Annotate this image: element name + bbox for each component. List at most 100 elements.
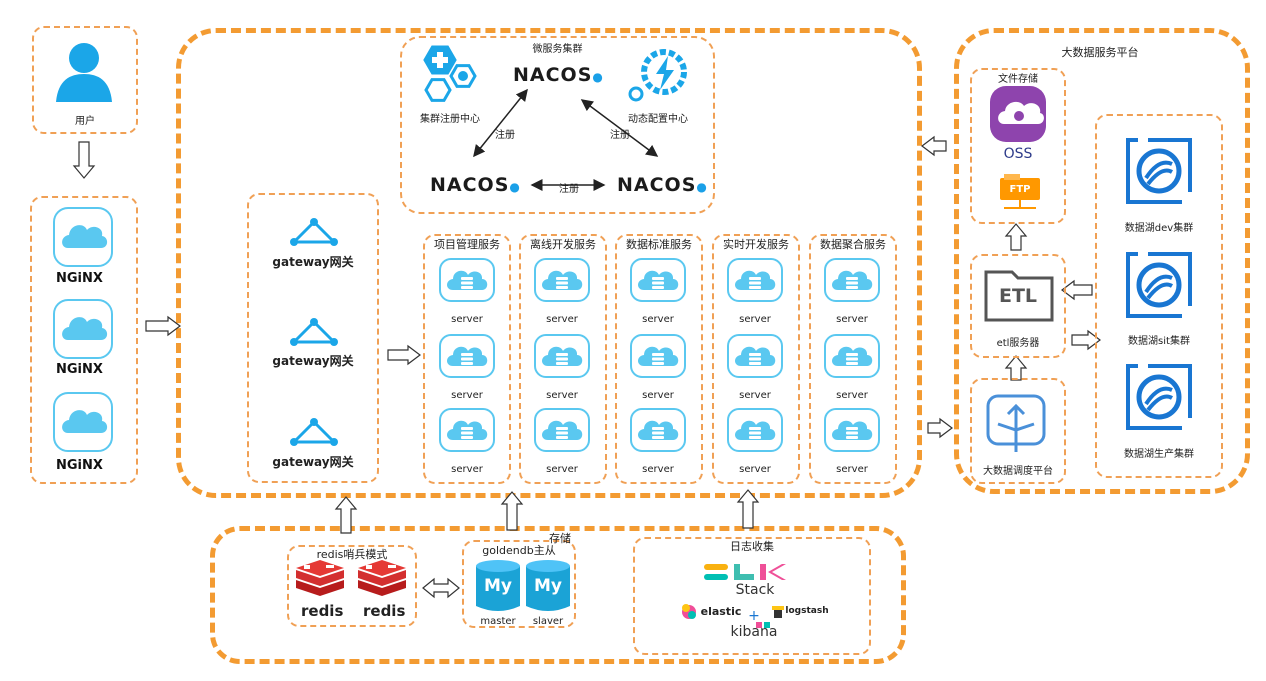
registry-dot — [458, 71, 468, 81]
server-label: server — [739, 314, 771, 325]
mysql-slaver-logo: My — [534, 576, 562, 596]
service-group-title: 离线开发服务 — [530, 238, 596, 251]
nacos-logo: NACOS● — [617, 174, 708, 196]
etl-to-storage-arrow — [1004, 223, 1028, 251]
mysql-cylinder-top — [476, 560, 520, 572]
elk-e-bar — [704, 564, 728, 570]
elastic-label: elastic — [700, 605, 742, 618]
server-cloud-icon — [824, 334, 880, 378]
redis-sentinel-title: redis哨兵模式 — [316, 548, 388, 561]
service-group-box — [615, 234, 703, 484]
datalake-icon-swirl — [1144, 160, 1173, 180]
logstash-icon — [774, 606, 782, 618]
nginx-to-gateway-arrow — [145, 315, 181, 337]
server-label: server — [739, 464, 771, 475]
gateway-label: gateway网关 — [272, 354, 354, 368]
nacos-logo: NACOS● — [430, 174, 521, 196]
bigdata-to-main-arrow — [921, 135, 947, 157]
register-label: 注册 — [495, 130, 515, 141]
server-label: server — [836, 314, 868, 325]
datalake-icon — [1136, 148, 1182, 194]
redis-sentinel-box — [287, 545, 417, 627]
lake-prod-label: 数据湖生产集群 — [1124, 449, 1194, 460]
redis-icon — [358, 560, 406, 576]
service-group-title: 数据聚合服务 — [820, 238, 886, 251]
redis-icon-star — [304, 565, 310, 569]
gateway-icon-node — [330, 338, 338, 346]
registry-hex-icon — [424, 78, 452, 102]
ftp-icon-tab — [1004, 174, 1020, 180]
elk-k — [760, 564, 766, 580]
scheduler-label: 大数据调度平台 — [983, 466, 1053, 477]
server-label: server — [451, 314, 483, 325]
datalake-icon-swirl — [1146, 394, 1174, 412]
server-label: server — [451, 390, 483, 401]
redis-icon-star — [388, 565, 396, 568]
server-label: server — [642, 314, 674, 325]
server-cloud-icon — [727, 334, 783, 378]
mysql-cylinder-icon — [476, 566, 520, 611]
register-label: 注册 — [610, 130, 630, 141]
user-to-nginx-arrow — [72, 141, 96, 179]
redis-goldendb-arrow — [422, 577, 460, 599]
datalake-icon — [1136, 262, 1182, 308]
gateway-icon-node — [310, 218, 318, 226]
gateway-label: gateway网关 — [272, 455, 354, 469]
datalake-icon-swirl — [1146, 168, 1174, 186]
server-label: server — [546, 464, 578, 475]
service-group-title: 项目管理服务 — [434, 238, 500, 251]
server-cloud-icon — [439, 334, 495, 378]
bigdata-frame — [954, 28, 1250, 494]
server-label: server — [642, 464, 674, 475]
lake-dev-label: 数据湖dev集群 — [1124, 223, 1194, 234]
service-group-box — [519, 234, 607, 484]
server-label: server — [642, 390, 674, 401]
service-group-box — [423, 234, 511, 484]
datalake-icon-frame — [1148, 364, 1192, 418]
redis-label: redis — [363, 602, 406, 620]
gateway-icon-node — [310, 418, 318, 426]
datalake-box — [1095, 114, 1223, 478]
stack-label: Stack — [735, 582, 775, 598]
etl-to-lake-arrow — [1071, 329, 1101, 351]
gateway-icon — [292, 220, 336, 244]
server-label: server — [546, 390, 578, 401]
service-group-box — [809, 234, 897, 484]
elk-e-bar — [704, 574, 728, 580]
main-cluster-frame — [176, 28, 922, 498]
oss-cloud-dot — [1014, 111, 1024, 121]
logging-to-services-arrow — [736, 489, 760, 529]
redis-label: redis — [301, 602, 344, 620]
storage-frame — [210, 526, 906, 664]
microservice-cluster-box — [400, 36, 715, 214]
user-icon — [56, 43, 112, 102]
file-storage-box — [970, 68, 1066, 224]
server-label: server — [546, 314, 578, 325]
main-to-bigdata-arrow — [927, 417, 953, 439]
ftp-label: FTP — [1009, 184, 1031, 195]
logging-box — [633, 537, 871, 655]
goldendb-title: goldendb主从 — [482, 544, 556, 557]
scheduler-icon-arrow — [1006, 403, 1026, 416]
datalake-icon-swirl — [1144, 274, 1173, 294]
logstash-label: logstash — [785, 606, 829, 616]
gateway-icon-node — [290, 238, 298, 246]
nacos-register-line — [473, 88, 528, 158]
redis-to-gateway-arrow — [334, 496, 358, 534]
user-box — [32, 26, 138, 134]
server-cloud-icon — [630, 258, 686, 302]
nginx-cloud-shape — [62, 225, 108, 248]
server-label: server — [836, 464, 868, 475]
master-label: master — [480, 616, 516, 627]
etl-server-label: etl服务器 — [996, 338, 1040, 349]
service-group-box — [712, 234, 800, 484]
nginx-cloud-shape — [62, 317, 108, 340]
elk-l — [734, 564, 740, 580]
kibana-icon — [764, 622, 770, 628]
server-cloud-icon — [439, 258, 495, 302]
gateway-icon-node — [310, 318, 318, 326]
elastic-icon — [682, 604, 690, 612]
oss-label: OSS — [1003, 146, 1033, 162]
gateway-icon-node — [330, 438, 338, 446]
